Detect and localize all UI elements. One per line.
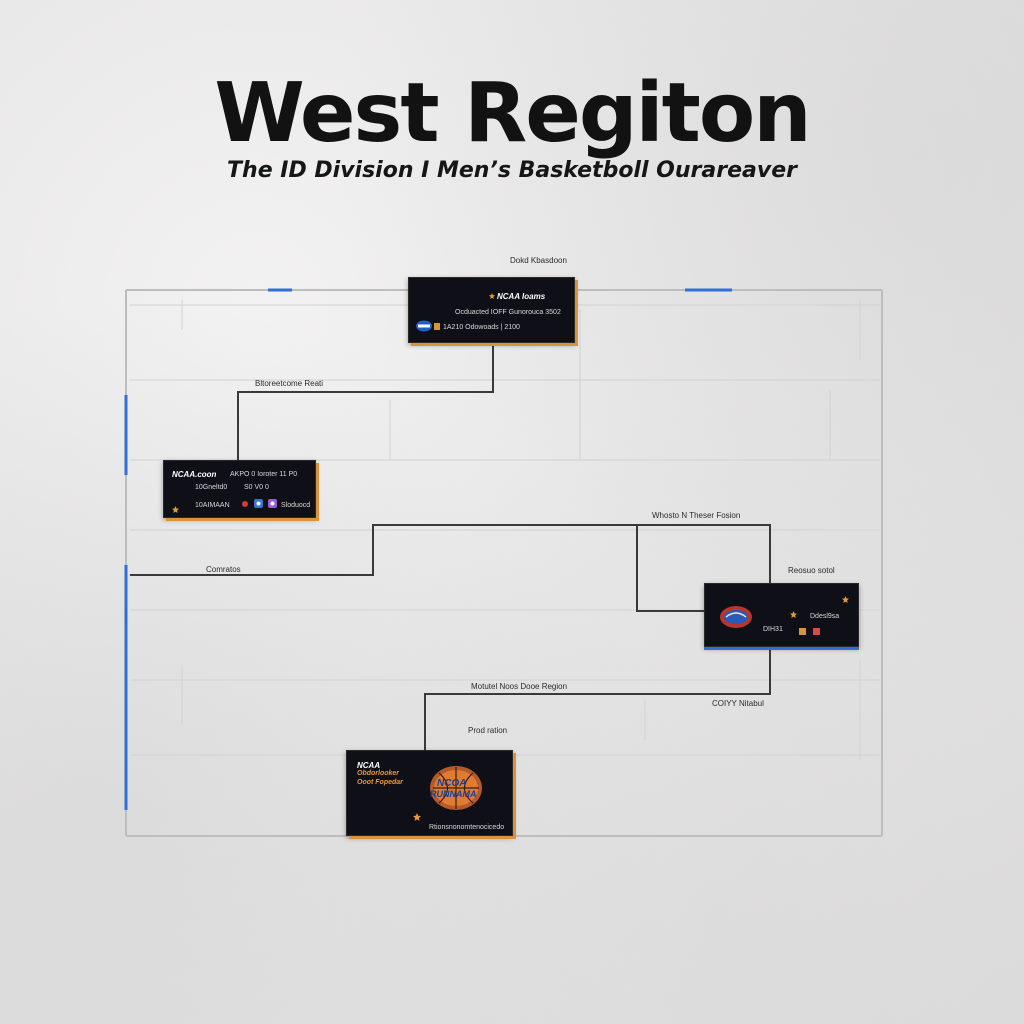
star-icon — [172, 506, 179, 515]
label-bottom: Prod ration — [468, 726, 508, 735]
matchup-card-right[interactable]: Ddesl9sa DIH31 — [704, 583, 859, 647]
label-right-top: Whosto N Theser Fosion — [652, 511, 741, 520]
matchup-card-bottom[interactable]: NCAA Obdorlooker Ooot Fopedar NCOA RUNNA… — [346, 750, 513, 836]
star-icon — [489, 293, 495, 301]
ncaa-logo-icon — [415, 320, 433, 334]
card-bottom-title: NCAA — [357, 761, 381, 770]
label-bottom-connector: Motutel Noos Dooe Region — [471, 682, 568, 691]
card-left-line2: AKPO 0 Ioroter 11 P0 — [230, 471, 298, 478]
basketball-logo-icon — [427, 763, 485, 815]
card-top-title: NCAA Ioams — [497, 292, 546, 301]
label-top: Dokd Kbasdoon — [510, 256, 567, 265]
card-left-line6: Sloduocd — [281, 502, 311, 509]
card-right-line2: DIH31 — [763, 626, 783, 633]
matchup-card-top[interactable]: NCAA Ioams Ocduacted IOFF Gunorouca 3502… — [408, 277, 575, 343]
team-logo-icon-4 — [813, 628, 820, 637]
star-icon — [842, 596, 849, 605]
label-left-mid: Comratos — [206, 565, 241, 574]
card-right-line1: Ddesl9sa — [810, 613, 840, 620]
team-logo-icon-3 — [799, 628, 806, 637]
logo-text-bottom: RUNNAMA — [430, 789, 477, 799]
team-logo-icon-2 — [268, 499, 277, 510]
label-left-top: Bltoreetcome Reati — [255, 379, 324, 388]
page-subtitle: The ID Division I Men’s Basketboll Ourar… — [227, 158, 797, 183]
card-left-line5: 10AIMAAN — [195, 502, 230, 509]
flag-icon — [434, 323, 440, 332]
page-title: West Regiton — [214, 66, 811, 161]
team-logo-icon — [254, 499, 263, 510]
star-icon — [790, 611, 797, 620]
card-top-line2: Ocduacted IOFF Gunorouca 3502 — [455, 309, 561, 316]
card-left-line3: 10Gneltd0 — [195, 484, 228, 491]
label-right-mid: Reosuo sotol — [788, 566, 835, 575]
card-bottom-line3: Ooot Fopedar — [357, 779, 403, 786]
logo-text-top: NCOA — [437, 778, 467, 789]
blue-accent-lines — [124, 288, 732, 810]
bracket-inner-grid — [130, 300, 880, 760]
label-bottom-right: COIYY Nitabul — [712, 699, 764, 708]
card-bottom-footer: Rtionsnonomtenocicedo — [429, 824, 505, 831]
star-icon — [413, 813, 421, 823]
card-left-title: NCAA.coon — [172, 470, 217, 479]
card-bottom-line2: Obdorlooker — [357, 770, 400, 777]
matchup-card-left[interactable]: NCAA.coon AKPO 0 Ioroter 11 P0 10Gneltd0… — [163, 460, 316, 518]
bracket-connectors — [130, 343, 771, 750]
red-dot-icon — [242, 501, 248, 509]
card-left-line4: S0 V0 0 — [244, 484, 269, 491]
basketball-logo-icon — [719, 605, 753, 631]
card-top-line3: 1A210 Odowoads | 2100 — [443, 324, 520, 331]
